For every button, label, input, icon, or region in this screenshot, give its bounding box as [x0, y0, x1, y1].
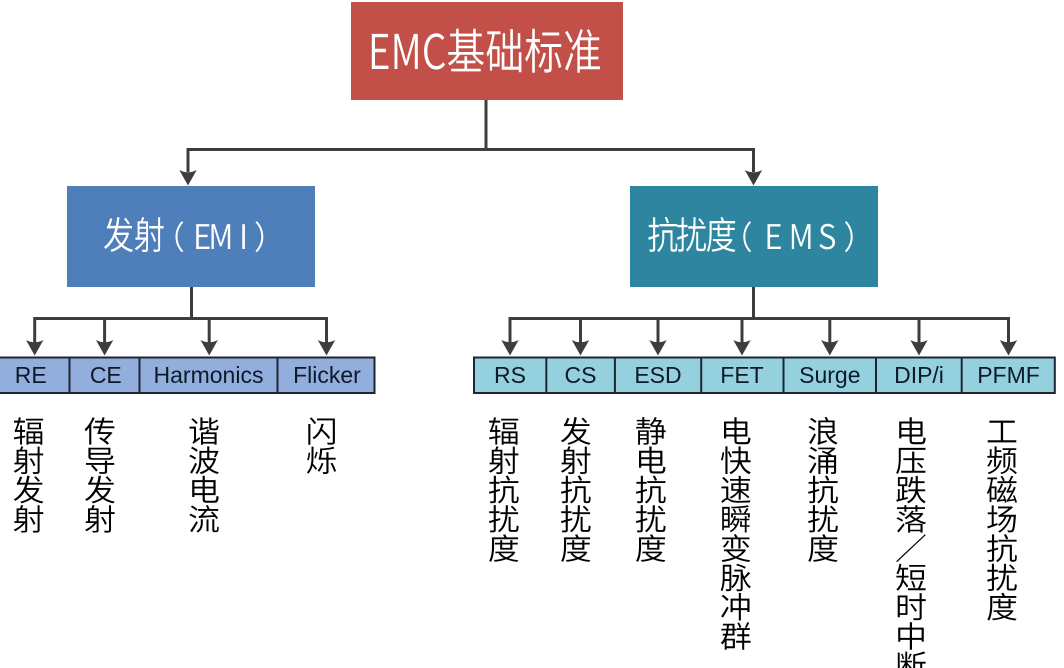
svg-text:Flicker: Flicker — [293, 362, 361, 388]
svg-text:CS: CS — [565, 362, 597, 388]
svg-text:DIP/i: DIP/i — [894, 362, 944, 388]
svg-text:FET: FET — [720, 362, 763, 388]
svg-text:Harmonics: Harmonics — [154, 362, 264, 388]
svg-text:PFMF: PFMF — [977, 362, 1040, 388]
svg-text:RS: RS — [494, 362, 526, 388]
svg-text:CE: CE — [90, 362, 122, 388]
svg-text:RE: RE — [15, 362, 47, 388]
svg-text:ESD: ESD — [634, 362, 681, 388]
svg-text:Surge: Surge — [799, 362, 860, 388]
